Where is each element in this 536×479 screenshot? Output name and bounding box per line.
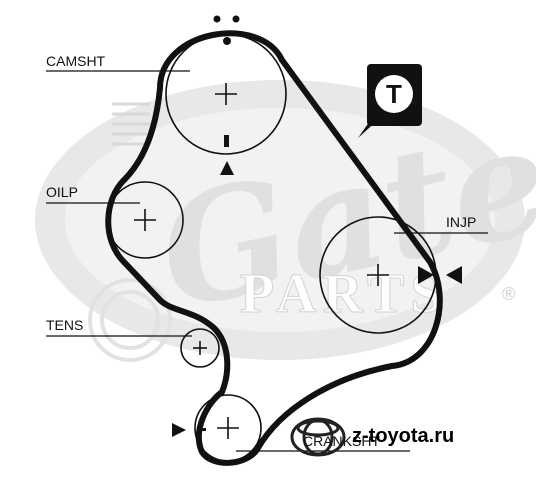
camshaft-label: CAMSHT bbox=[46, 53, 106, 69]
leader-lines bbox=[46, 70, 488, 452]
camshaft-mark-bar bbox=[224, 135, 229, 147]
tensioner-label: TENS bbox=[46, 317, 83, 333]
crank-mark-bar bbox=[199, 428, 206, 431]
crank-triangle-icon bbox=[172, 423, 186, 437]
crankshaft-label: CRANKSHT bbox=[303, 433, 380, 449]
timing-belt bbox=[105, 30, 443, 466]
pulley-centers bbox=[134, 83, 389, 439]
registered-mark: ® bbox=[502, 284, 515, 304]
camshaft-dots-icon bbox=[213, 15, 240, 45]
toyota-logo bbox=[290, 417, 346, 457]
injection-pump-label: INJP bbox=[446, 214, 476, 230]
injp-left-triangle-icon bbox=[418, 266, 434, 284]
watermark-stripes bbox=[112, 102, 150, 146]
injp-right-triangle-icon bbox=[446, 266, 462, 284]
tensioner-pulley bbox=[180, 328, 220, 368]
oil-pump-label: OILP bbox=[46, 184, 78, 200]
camshaft-triangle-icon bbox=[220, 161, 234, 175]
watermark-parts: PARTS bbox=[240, 263, 447, 325]
watermark-gear-circles bbox=[88, 278, 172, 362]
watermark-ellipse-inner bbox=[65, 108, 495, 332]
tension-badge-letter: T bbox=[386, 79, 402, 109]
tension-badge: T bbox=[358, 64, 422, 138]
gates-watermark: Gates PARTS ® bbox=[35, 73, 536, 362]
site-watermark: z-toyota.ru bbox=[352, 425, 454, 447]
